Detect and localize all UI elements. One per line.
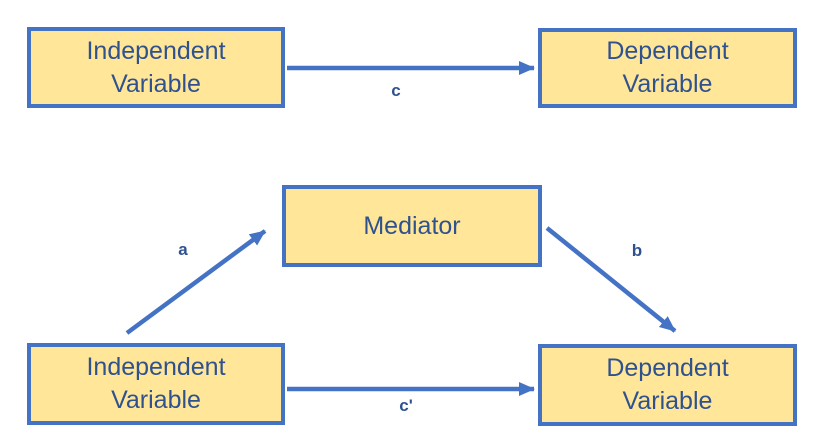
arrow-b bbox=[545, 226, 677, 333]
box-mediator: Mediator bbox=[282, 185, 542, 267]
box-independent-variable-top: Independent Variable bbox=[27, 27, 285, 108]
box-dependent-variable-bottom: Dependent Variable bbox=[538, 344, 797, 426]
box-label: Dependent Variable bbox=[606, 354, 729, 415]
box-label: Independent Variable bbox=[86, 353, 226, 414]
box-label: Mediator bbox=[363, 211, 461, 240]
path-label-c-prime: c' bbox=[399, 396, 413, 415]
path-label-c: c bbox=[391, 81, 401, 100]
box-independent-variable-bottom: Independent Variable bbox=[27, 343, 285, 425]
arrow-a bbox=[125, 229, 267, 335]
path-label-a: a bbox=[178, 240, 188, 259]
box-dependent-variable-top: Dependent Variable bbox=[538, 28, 797, 108]
box-label: Independent Variable bbox=[86, 36, 226, 98]
path-label-b: b bbox=[631, 241, 643, 260]
box-label: Dependent Variable bbox=[606, 37, 729, 98]
